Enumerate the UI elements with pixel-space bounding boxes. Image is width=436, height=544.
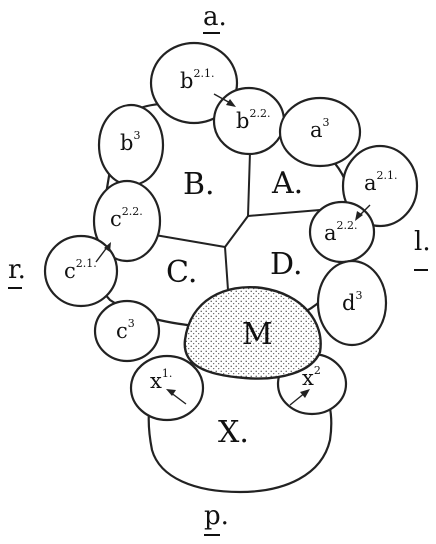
label-D: D. [270, 247, 303, 282]
label-M: M [242, 317, 273, 352]
orientation-anterior: a. [203, 2, 227, 32]
label-X: X. [218, 415, 249, 450]
orientation-posterior: p. [204, 501, 229, 531]
orientation-right: r. [8, 255, 26, 285]
cell-x1 [131, 356, 203, 420]
label-C: C. [166, 255, 197, 290]
label-B: B. [183, 167, 215, 202]
label-A: A. [271, 166, 303, 201]
orientation-left: l. [414, 227, 431, 257]
